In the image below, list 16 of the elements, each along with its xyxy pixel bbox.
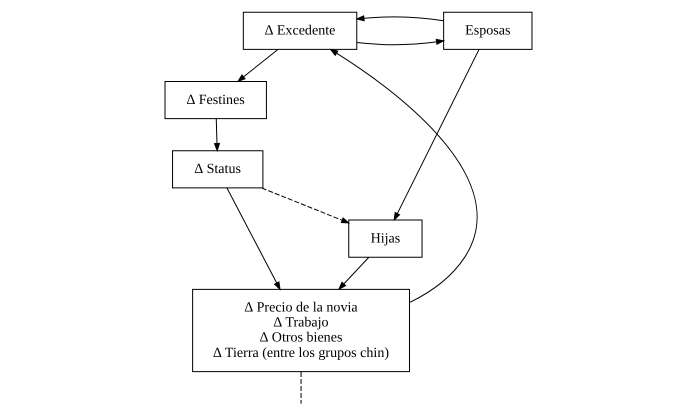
node-box: Hijas xyxy=(348,220,423,258)
node-box: Esposas xyxy=(443,12,532,50)
arrow xyxy=(356,38,446,46)
node-box: ∆ Festines xyxy=(164,80,267,120)
connector xyxy=(300,372,302,404)
arrow xyxy=(394,49,480,222)
node-box: ∆ Precio de la novia ∆ Trabajo ∆ Otros bienes ∆ Tierra (entre los grupos chin) xyxy=(192,288,410,372)
node-box: ∆ Status xyxy=(172,150,264,188)
arrow xyxy=(262,188,350,224)
arrow xyxy=(236,49,278,82)
arrow xyxy=(338,257,370,290)
arrow xyxy=(329,48,478,303)
arrow xyxy=(214,118,220,152)
arrow xyxy=(355,15,444,22)
node-box: ∆ Excedente xyxy=(242,12,358,50)
arrow xyxy=(226,188,281,291)
